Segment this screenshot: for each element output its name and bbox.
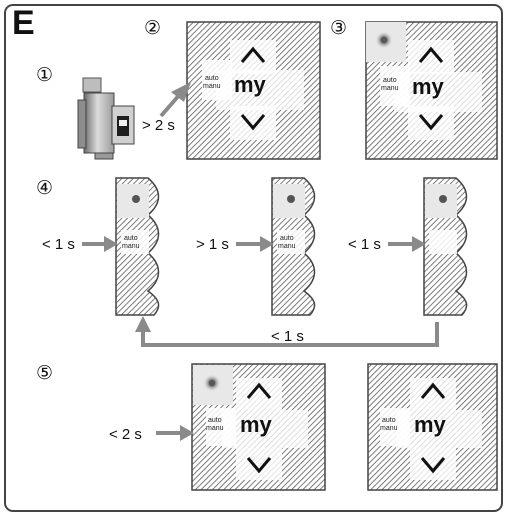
chevron-down-icon xyxy=(420,457,446,474)
remote-manu-label: manu xyxy=(381,85,399,92)
step-1-duration: > 2 s xyxy=(142,117,175,134)
remote-auto-label: auto xyxy=(280,235,294,242)
step-4-loop-arrow xyxy=(135,316,439,347)
chevron-down-icon xyxy=(246,457,272,474)
remote-auto-label: auto xyxy=(205,75,219,82)
remote-auto-label: auto xyxy=(124,235,138,242)
remote-manu-label: manu xyxy=(380,425,398,432)
instruction-panel xyxy=(4,4,503,512)
remote-step-5a: my auto manu xyxy=(191,363,326,491)
chevron-up-icon xyxy=(246,382,272,399)
remote-manu-label: manu xyxy=(278,243,296,250)
step-4-press-2-duration: > 1 s xyxy=(196,236,229,253)
remote-auto-label: auto xyxy=(383,77,397,84)
step-4-loop-duration: < 1 s xyxy=(271,328,304,345)
step-3-number: ③ xyxy=(330,17,348,39)
step-4-number: ④ xyxy=(36,177,54,199)
remote-my-label: my xyxy=(414,412,447,437)
remote-my-label: my xyxy=(234,72,267,97)
step-1-number: ① xyxy=(36,64,54,86)
step-4-press-arrow-1 xyxy=(82,236,118,252)
step-4-press-arrow-3 xyxy=(388,236,426,252)
indicator-led-icon xyxy=(287,195,295,203)
indicator-led-icon xyxy=(439,195,447,203)
step-5-press-arrow xyxy=(156,425,194,441)
remote-step-2: my auto manu xyxy=(186,21,321,160)
remote-step-3: my auto manu xyxy=(365,21,498,160)
chevron-up-icon xyxy=(420,382,446,399)
step-5-number: ⑤ xyxy=(36,362,54,384)
step-5-duration: < 2 s xyxy=(109,426,142,443)
chevron-down-icon xyxy=(418,114,444,131)
indicator-led-icon xyxy=(132,195,140,203)
step-4-press-arrow-2 xyxy=(236,236,274,252)
remote-step-4c xyxy=(423,177,468,316)
panel-letter: E xyxy=(12,4,35,42)
remote-auto-label: auto xyxy=(208,417,222,424)
remote-manu-label: manu xyxy=(203,83,221,90)
remote-step-4b: auto manu xyxy=(271,177,316,316)
step-4-press-1-duration: < 1 s xyxy=(42,236,75,253)
remote-auto-label: auto xyxy=(382,417,396,424)
remote-manu-label: manu xyxy=(206,425,224,432)
chevron-up-icon xyxy=(418,46,444,63)
remote-step-4a: auto manu xyxy=(115,177,160,316)
remote-my-label: my xyxy=(240,412,273,437)
step-4-press-3-duration: < 1 s xyxy=(348,236,381,253)
chevron-up-icon xyxy=(240,46,266,63)
remote-manu-label: manu xyxy=(122,243,140,250)
chevron-down-icon xyxy=(240,114,266,131)
step-2-number: ② xyxy=(144,17,162,39)
remote-step-5b: my auto manu xyxy=(367,363,498,491)
step-1-arrow xyxy=(159,82,191,118)
circuit-breaker-icon xyxy=(77,77,135,160)
remote-my-label: my xyxy=(412,74,445,99)
